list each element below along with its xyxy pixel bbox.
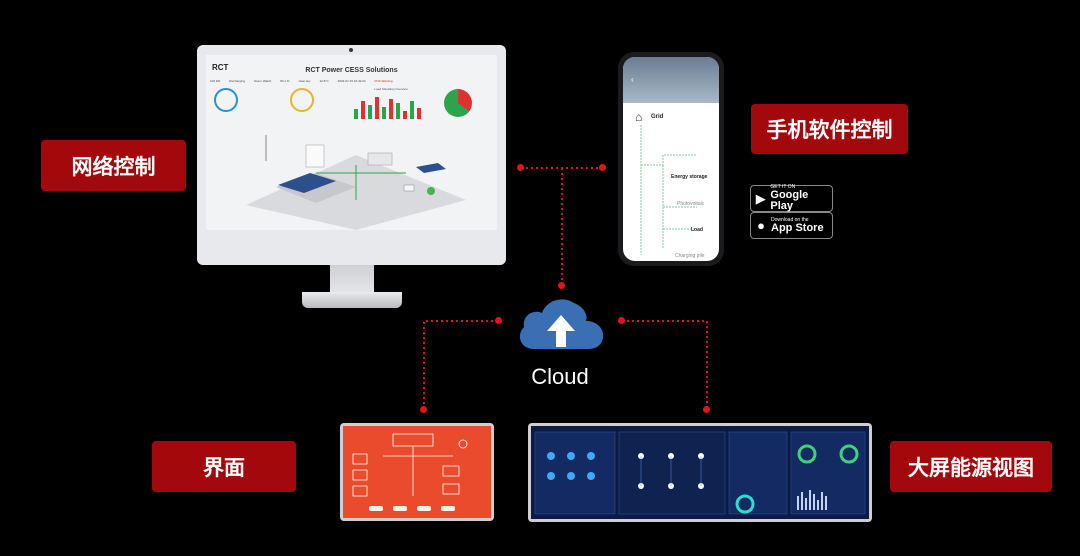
load-bar-chart: [354, 95, 434, 119]
connector-dot: [495, 317, 502, 324]
cloud-label: Cloud: [531, 364, 589, 389]
monitor-stand-base: [302, 292, 402, 308]
cloud-upload-icon: [519, 299, 604, 349]
gauge-ring: [290, 88, 314, 112]
connector-dot: [599, 164, 606, 171]
play-triangle-icon: ▶: [755, 190, 766, 206]
interface-tablet: [340, 423, 494, 521]
energy-storage-label: Energy storage: [671, 174, 708, 180]
monitor-screen: RCT RCT Power CESS Solutions 100 kW Disc…: [206, 55, 497, 230]
connector-dot: [517, 164, 524, 171]
energy-site-illustration: [246, 135, 466, 230]
web-control-label: 网络控制: [41, 140, 186, 191]
connector-dot: [558, 282, 565, 289]
rct-logo: RCT: [212, 63, 229, 72]
interface-diagram-graphic: [352, 433, 468, 511]
app-store-badge[interactable]: ● Download on the App Store: [750, 212, 833, 239]
grid-label: Grid: [651, 114, 664, 120]
chart-title: Load Shedding Overview: [374, 87, 408, 91]
desktop-monitor: RCT RCT Power CESS Solutions 100 kW Disc…: [197, 45, 506, 265]
app-control-label: 手机软件控制: [751, 104, 908, 154]
charging-pile-label: Charging pile: [675, 253, 705, 259]
big-screen-tablet: [528, 423, 872, 522]
gauge-ring: [214, 88, 238, 112]
smartphone: ‹ ⌂ Grid Energy storage Photovoltaic Loa…: [618, 52, 724, 266]
energy-flow-lines: [640, 125, 697, 255]
grid-tower-icon: ⌂: [635, 110, 643, 124]
load-label: Load: [691, 227, 703, 233]
connector-dot: [618, 317, 625, 324]
status-pie: [444, 89, 472, 117]
connector-dot: [703, 406, 710, 413]
apple-icon: ●: [757, 218, 765, 233]
interface-label: 界面: [152, 441, 296, 492]
monitor-stand: [330, 265, 374, 295]
big-screen-display: [531, 426, 869, 519]
connector-dot: [420, 406, 427, 413]
big-screen-label: 大屏能源视图: [890, 441, 1052, 492]
phone-screen: ‹ ⌂ Grid Energy storage Photovoltaic Loa…: [623, 57, 719, 261]
dashboard-title: RCT Power CESS Solutions: [305, 67, 398, 74]
phone-header-image: [623, 57, 719, 103]
dashboard-header-values: 100 kW Discharging Storm Watch 83.1 % cl…: [210, 79, 393, 83]
big-screen-dashboard-graphic: [534, 431, 866, 515]
google-play-badge[interactable]: ▶ GET IT ON Google Play: [750, 185, 833, 212]
interface-tablet-screen: [343, 426, 491, 518]
back-icon[interactable]: ‹: [631, 75, 634, 84]
photovoltaic-label: Photovoltaic: [677, 201, 705, 207]
